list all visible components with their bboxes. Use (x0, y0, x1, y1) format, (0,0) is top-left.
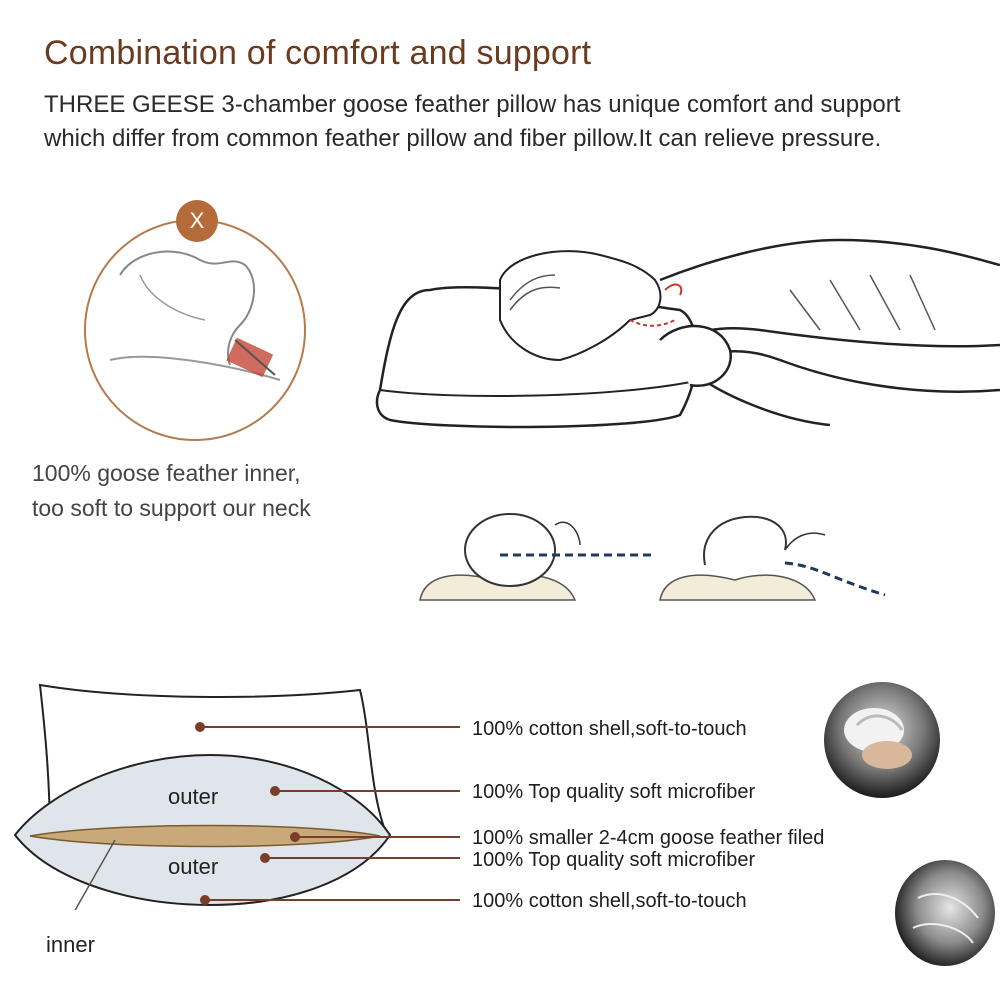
pillow-cross-section (13, 683, 460, 910)
caption-line-1: 100% goose feather inner, (32, 460, 301, 486)
callout-cotton-shell-bottom: 100% cotton shell,soft-to-touch (472, 890, 747, 912)
bad-marker-icon: X (176, 200, 218, 242)
microfiber-photo (895, 860, 995, 966)
callout-microfiber-top: 100% Top quality soft microfiber (472, 781, 756, 803)
feather-photo (824, 682, 940, 798)
sleeping-person-illustration (375, 238, 1000, 429)
bad-support-illustration (84, 219, 306, 441)
bad-support-caption: 100% goose feather inner, too soft to su… (32, 456, 311, 526)
caption-line-2: too soft to support our neck (32, 495, 311, 521)
outer-top-label: outer (168, 784, 219, 809)
inner-label: inner (46, 932, 95, 957)
page-description: THREE GEESE 3-chamber goose feather pill… (44, 91, 901, 152)
callout-microfiber-bottom: 100% Top quality soft microfiber (472, 849, 756, 871)
page-title: Combination of comfort and support (44, 34, 592, 72)
outer-bottom-label: outer (168, 854, 219, 879)
callout-cotton-shell-top: 100% cotton shell,soft-to-touch (472, 718, 747, 740)
bad-marker-label: X (189, 208, 205, 233)
callout-goose-feather: 100% smaller 2-4cm goose feather filed (472, 827, 825, 849)
pillow-comparison-illustration (419, 513, 886, 601)
